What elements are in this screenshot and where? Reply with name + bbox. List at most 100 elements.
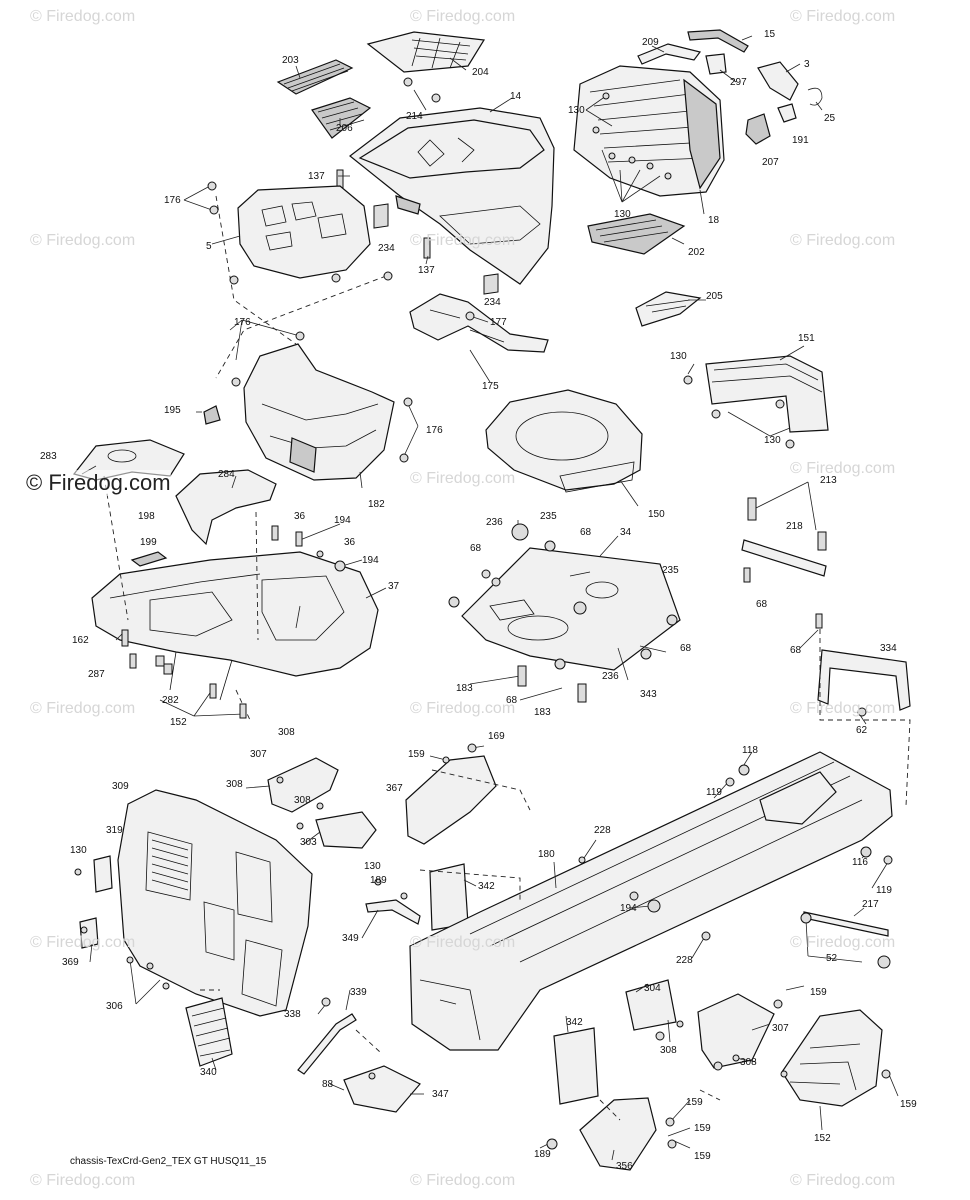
- callout-3[interactable]: 3: [804, 59, 810, 70]
- callout-68[interactable]: 68: [756, 599, 768, 610]
- callout-119[interactable]: 119: [706, 787, 722, 798]
- callout-194[interactable]: 194: [362, 555, 379, 566]
- callout-189[interactable]: 189: [370, 875, 387, 886]
- callout-159[interactable]: 159: [408, 749, 425, 760]
- callout-236[interactable]: 236: [602, 671, 619, 682]
- callout-191[interactable]: 191: [792, 135, 809, 146]
- callout-176[interactable]: 176: [164, 195, 181, 206]
- callout-118[interactable]: 118: [742, 745, 758, 756]
- callout-343[interactable]: 343: [640, 689, 657, 700]
- callout-68[interactable]: 68: [790, 645, 802, 656]
- callout-204[interactable]: 204: [472, 67, 489, 78]
- callout-214[interactable]: 214: [406, 111, 423, 122]
- callout-36[interactable]: 36: [294, 511, 306, 522]
- callout-308[interactable]: 308: [660, 1045, 677, 1056]
- callout-130[interactable]: 130: [614, 209, 631, 220]
- callout-218[interactable]: 218: [786, 521, 803, 532]
- callout-307[interactable]: 307: [250, 749, 267, 760]
- callout-36[interactable]: 36: [344, 537, 356, 548]
- callout-203[interactable]: 203: [282, 55, 299, 66]
- callout-347[interactable]: 347: [432, 1089, 449, 1100]
- callout-150[interactable]: 150: [648, 509, 665, 520]
- callout-334[interactable]: 334: [880, 643, 897, 654]
- callout-217[interactable]: 217: [862, 899, 879, 910]
- callout-309[interactable]: 309: [112, 781, 129, 792]
- callout-159[interactable]: 159: [900, 1099, 917, 1110]
- callout-308[interactable]: 308: [278, 727, 295, 738]
- callout-367[interactable]: 367: [386, 783, 403, 794]
- callout-304[interactable]: 304: [644, 983, 661, 994]
- callout-68[interactable]: 68: [680, 643, 692, 654]
- callout-34[interactable]: 34: [620, 527, 632, 538]
- callout-162[interactable]: 162: [72, 635, 89, 646]
- callout-207[interactable]: 207: [762, 157, 779, 168]
- callout-303[interactable]: 303: [300, 837, 317, 848]
- callout-116[interactable]: 116: [852, 857, 868, 868]
- callout-137[interactable]: 137: [418, 265, 435, 276]
- callout-306[interactable]: 306: [106, 1001, 123, 1012]
- callout-194[interactable]: 194: [620, 903, 637, 914]
- callout-342[interactable]: 342: [566, 1017, 583, 1028]
- callout-176[interactable]: 176: [426, 425, 443, 436]
- callout-130[interactable]: 130: [568, 105, 585, 116]
- callout-287[interactable]: 287: [88, 669, 105, 680]
- callout-15[interactable]: 15: [764, 29, 776, 40]
- callout-68[interactable]: 68: [470, 543, 482, 554]
- callout-283[interactable]: 283: [40, 451, 57, 462]
- callout-182[interactable]: 182: [368, 499, 385, 510]
- callout-235[interactable]: 235: [662, 565, 679, 576]
- callout-234[interactable]: 234: [378, 243, 395, 254]
- callout-37[interactable]: 37: [388, 581, 400, 592]
- callout-209[interactable]: 209: [642, 37, 659, 48]
- callout-206[interactable]: 206: [336, 123, 353, 134]
- callout-342[interactable]: 342: [478, 881, 495, 892]
- callout-235[interactable]: 235: [540, 511, 557, 522]
- callout-195[interactable]: 195: [164, 405, 181, 416]
- callout-159[interactable]: 159: [810, 987, 827, 998]
- callout-349[interactable]: 349: [342, 933, 359, 944]
- callout-340[interactable]: 340: [200, 1067, 217, 1078]
- callout-183[interactable]: 183: [534, 707, 551, 718]
- callout-297[interactable]: 297: [730, 77, 747, 88]
- callout-205[interactable]: 205: [706, 291, 723, 302]
- callout-159[interactable]: 159: [686, 1097, 703, 1108]
- callout-369[interactable]: 369: [62, 957, 79, 968]
- callout-356[interactable]: 356: [616, 1161, 633, 1172]
- callout-52[interactable]: 52: [826, 953, 838, 964]
- callout-176[interactable]: 176: [234, 317, 251, 328]
- callout-339[interactable]: 339: [350, 987, 367, 998]
- callout-5[interactable]: 5: [206, 241, 212, 252]
- callout-308[interactable]: 308: [226, 779, 243, 790]
- callout-169[interactable]: 169: [488, 731, 505, 742]
- callout-177[interactable]: 177: [490, 317, 507, 328]
- callout-130[interactable]: 130: [764, 435, 781, 446]
- callout-236[interactable]: 236: [486, 517, 503, 528]
- callout-213[interactable]: 213: [820, 475, 837, 486]
- callout-119[interactable]: 119: [876, 885, 892, 896]
- callout-228[interactable]: 228: [594, 825, 611, 836]
- callout-137[interactable]: 137: [308, 171, 325, 182]
- callout-308[interactable]: 308: [294, 795, 311, 806]
- callout-25[interactable]: 25: [824, 113, 836, 124]
- callout-228[interactable]: 228: [676, 955, 693, 966]
- callout-183[interactable]: 183: [456, 683, 473, 694]
- callout-130[interactable]: 130: [364, 861, 381, 872]
- callout-338[interactable]: 338: [284, 1009, 301, 1020]
- callout-152[interactable]: 152: [170, 717, 187, 728]
- callout-159[interactable]: 159: [694, 1123, 711, 1134]
- callout-199[interactable]: 199: [140, 537, 157, 548]
- callout-130[interactable]: 130: [670, 351, 687, 362]
- callout-234[interactable]: 234: [484, 297, 501, 308]
- callout-68[interactable]: 68: [580, 527, 592, 538]
- callout-282[interactable]: 282: [162, 695, 179, 706]
- callout-307[interactable]: 307: [772, 1023, 789, 1034]
- callout-198[interactable]: 198: [138, 511, 155, 522]
- callout-62[interactable]: 62: [856, 725, 868, 736]
- callout-14[interactable]: 14: [510, 91, 522, 102]
- callout-151[interactable]: 151: [798, 333, 815, 344]
- callout-68[interactable]: 68: [506, 695, 518, 706]
- callout-152[interactable]: 152: [814, 1133, 831, 1144]
- callout-180[interactable]: 180: [538, 849, 555, 860]
- callout-319[interactable]: 319: [106, 825, 123, 836]
- callout-308[interactable]: 308: [740, 1057, 757, 1068]
